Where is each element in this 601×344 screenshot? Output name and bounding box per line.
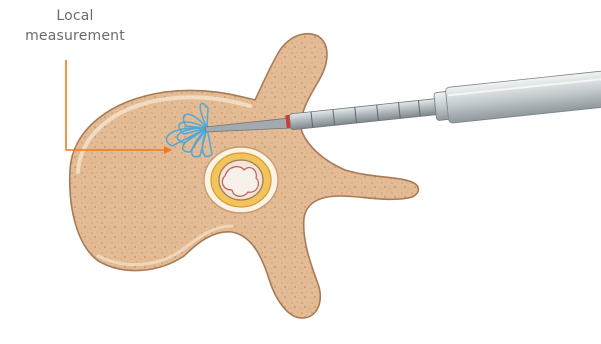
spinal-canal <box>204 147 278 213</box>
